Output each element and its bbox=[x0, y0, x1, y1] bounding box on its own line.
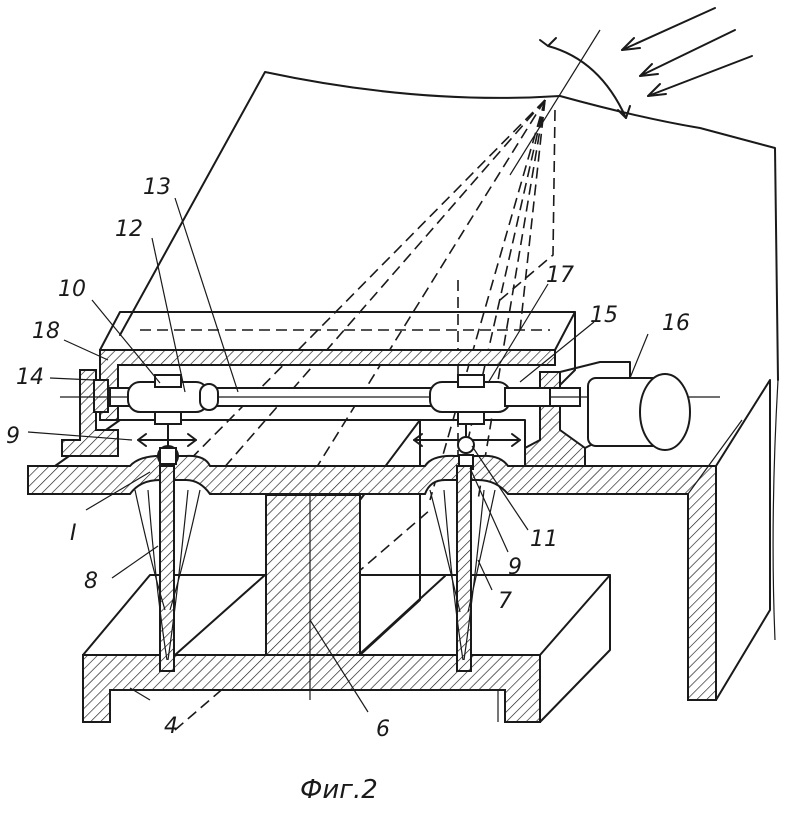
ref-7: 7 bbox=[498, 589, 512, 614]
ref-11: 11 bbox=[530, 527, 558, 552]
ref-10: 10 bbox=[58, 277, 86, 302]
ref-13: 13 bbox=[143, 175, 171, 200]
ref-9-right: 9 bbox=[508, 555, 522, 580]
ref-15: 15 bbox=[590, 303, 618, 328]
figure-caption: Фиг.2 bbox=[300, 775, 378, 805]
ref-4: 4 bbox=[164, 714, 178, 739]
ref-8: 8 bbox=[84, 569, 98, 594]
ref-18: 18 bbox=[32, 319, 60, 344]
ref-14: 14 bbox=[16, 365, 44, 390]
ref-I: I bbox=[70, 521, 77, 546]
incoming-rays bbox=[510, 8, 752, 175]
ref-12: 12 bbox=[115, 217, 143, 242]
ref-9-left: 9 bbox=[6, 424, 20, 449]
ref-16: 16 bbox=[662, 311, 690, 336]
ref-17: 17 bbox=[546, 263, 574, 288]
carriage-right bbox=[430, 375, 550, 424]
carriage-left bbox=[128, 375, 218, 424]
motor bbox=[588, 374, 690, 450]
ref-6: 6 bbox=[376, 717, 390, 742]
